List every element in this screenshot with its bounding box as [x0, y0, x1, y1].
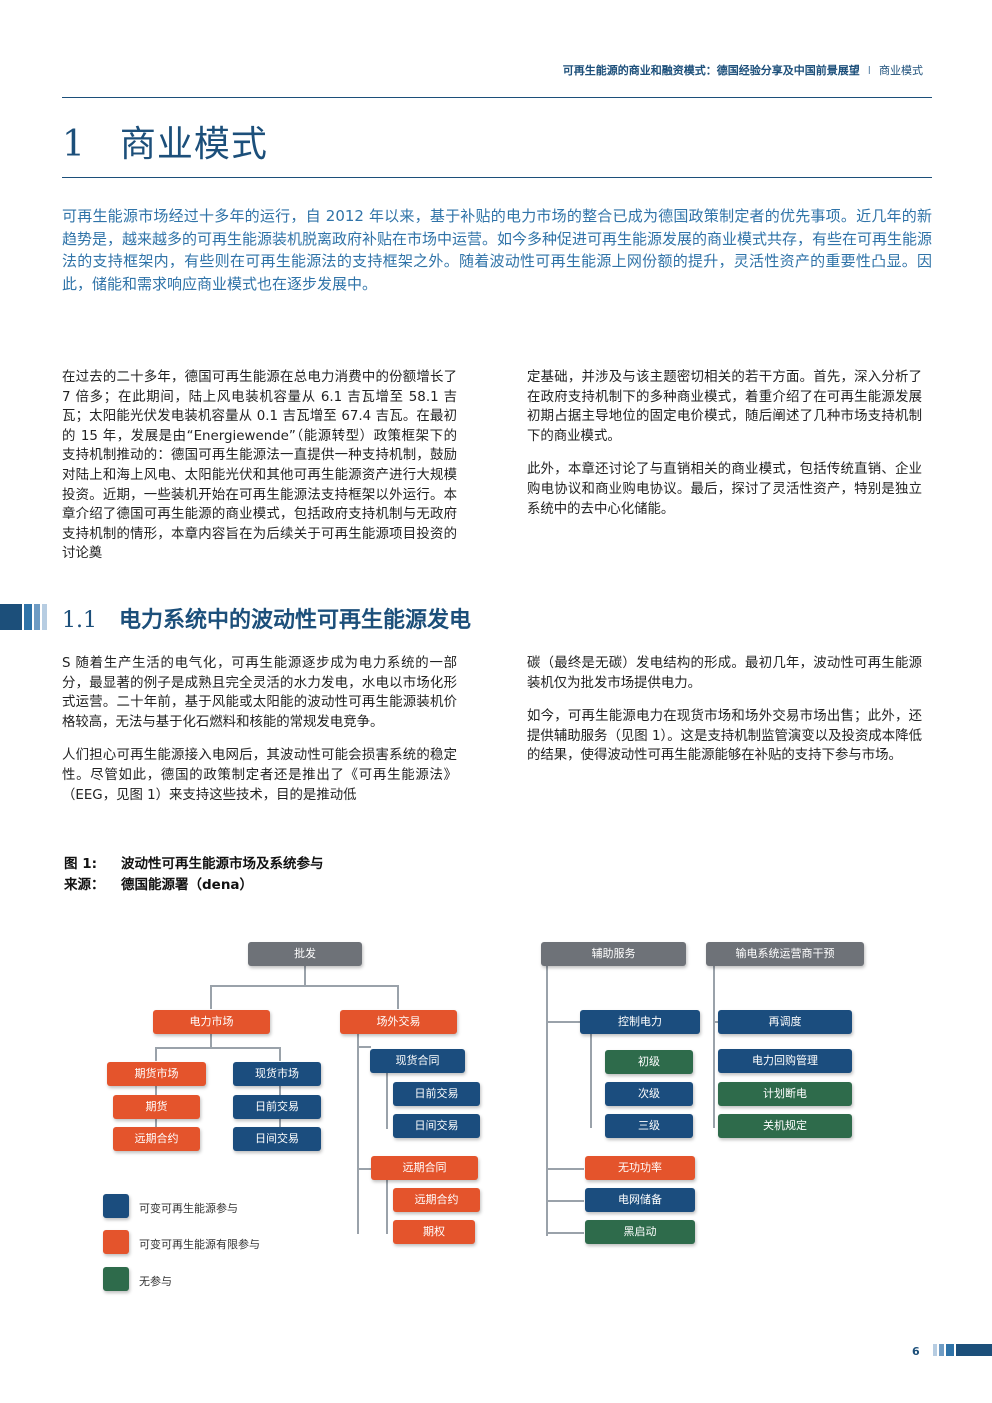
body2-right-p1: 碳（最终是无碳）发电结构的形成。最初几年，波动性可再生能源装机仅为批发市场提供电…	[527, 656, 922, 691]
running-title: 可再生能源的商业和融资模式：德国经验分享及中国前景展望	[562, 64, 860, 77]
node-tertiary: 三级	[605, 1114, 693, 1138]
node-reactive-power: 无功功率	[585, 1156, 695, 1180]
node-forward-contract: 远期合同	[371, 1156, 478, 1180]
chapter-rule	[62, 177, 932, 178]
node-black-start: 黑启动	[585, 1220, 695, 1244]
body2-right-column: 碳（最终是无碳）发电结构的形成。最初几年，波动性可再生能源装机仅为批发市场提供电…	[527, 654, 922, 780]
body1-right-p2: 此外，本章还讨论了与直销相关的商业模式，包括传统直销、企业购电协议和商业购电协议…	[527, 462, 922, 517]
legend-swatch-full	[103, 1194, 129, 1218]
node-power-market: 电力市场	[153, 1010, 270, 1034]
figure-source: 来源： 德国能源署（dena）	[64, 873, 253, 893]
section-number: 1.1	[62, 608, 97, 633]
node-grid-reserve: 电网储备	[585, 1188, 695, 1212]
node-intraday: 日间交易	[233, 1127, 321, 1151]
legend-swatch-limited	[103, 1230, 129, 1254]
chapter-title: 1 商业模式	[62, 115, 268, 167]
section-bar-decoration	[0, 604, 48, 630]
chapter-number: 1	[62, 124, 86, 165]
figure-source-label: 来源：	[64, 877, 105, 893]
body2-left-p2: 人们担心可再生能源接入电网后，其波动性可能会损害系统的稳定性。尽管如此，德国的政…	[62, 748, 457, 803]
node-spot-contract: 现货合同	[370, 1049, 465, 1073]
header-separator: I	[867, 64, 871, 77]
node-otc-intraday: 日间交易	[393, 1114, 480, 1138]
body2-left-column: S 随着生产生活的电气化，可再生能源逐步成为电力系统的一部分，最显著的例子是成熟…	[62, 654, 457, 819]
legend-swatch-none	[103, 1267, 129, 1291]
node-otc: 场外交易	[340, 1010, 457, 1034]
section-title-text: 电力系统中的波动性可再生能源发电	[119, 608, 472, 633]
legend-label-full: 可变可再生能源参与	[139, 1202, 238, 1215]
node-redispatch: 再调度	[718, 1010, 852, 1034]
node-futures-market: 期货市场	[107, 1062, 206, 1086]
node-shutdown: 关机规定	[718, 1114, 852, 1138]
body2-left-p1: S 随着生产生活的电气化，可再生能源逐步成为电力系统的一部分，最显著的例子是成熟…	[62, 656, 457, 730]
figure-caption-label: 图 1:	[64, 856, 97, 872]
node-tso: 输电系统运营商干预	[706, 942, 864, 966]
figure-caption: 图 1: 波动性可再生能源市场及系统参与	[64, 852, 324, 872]
node-control-power: 控制电力	[580, 1010, 700, 1034]
node-futures: 期货	[113, 1095, 200, 1119]
node-secondary: 次级	[605, 1082, 693, 1106]
figure-caption-text: 波动性可再生能源市场及系统参与	[121, 856, 324, 872]
page-number: 6	[912, 1345, 920, 1358]
header-rule	[62, 97, 932, 98]
body1-right-p1: 定基础，并涉及与该主题密切相关的若干方面。首先，深入分析了在政府支持机制下的多种…	[527, 370, 922, 444]
body2-right-p2: 如今，可再生能源电力在现货市场和场外交易市场出售；此外，还提供辅助服务（见图 1…	[527, 709, 922, 764]
node-otc-day-ahead: 日前交易	[393, 1082, 480, 1106]
node-buyback: 电力回购管理	[718, 1049, 852, 1073]
section-heading: 1.1 电力系统中的波动性可再生能源发电	[62, 602, 471, 634]
node-spot-market: 现货市场	[233, 1062, 321, 1086]
running-section: 商业模式	[879, 64, 923, 77]
node-options: 期权	[393, 1220, 475, 1244]
node-planned-outage: 计划断电	[718, 1082, 852, 1106]
running-header: 可再生能源的商业和融资模式：德国经验分享及中国前景展望 I 商业模式	[420, 62, 923, 78]
node-forward: 远期合约	[113, 1127, 200, 1151]
intro-paragraph: 可再生能源市场经过十多年的运行，自 2012 年以来，基于补贴的电力市场的整合已…	[62, 207, 933, 293]
chapter-title-text: 商业模式	[119, 124, 268, 165]
body1-left-column: 在过去的二十多年，德国可再生能源在总电力消费中的份额增长了 7 倍多；在此期间，…	[62, 368, 457, 578]
body1-left-p1: 在过去的二十多年，德国可再生能源在总电力消费中的份额增长了 7 倍多；在此期间，…	[62, 370, 457, 562]
body1-right-column: 定基础，并涉及与该主题密切相关的若干方面。首先，深入分析了在政府支持机制下的多种…	[527, 368, 922, 533]
legend-label-none: 无参与	[139, 1275, 172, 1288]
node-ancillary: 辅助服务	[541, 942, 686, 966]
node-otc-forward: 远期合约	[393, 1188, 480, 1212]
legend-label-limited: 可变可再生能源有限参与	[139, 1238, 260, 1251]
figure-source-text: 德国能源署（dena）	[121, 877, 254, 893]
node-day-ahead: 日前交易	[233, 1095, 321, 1119]
node-wholesale: 批发	[248, 942, 362, 966]
node-primary: 初级	[605, 1050, 693, 1074]
